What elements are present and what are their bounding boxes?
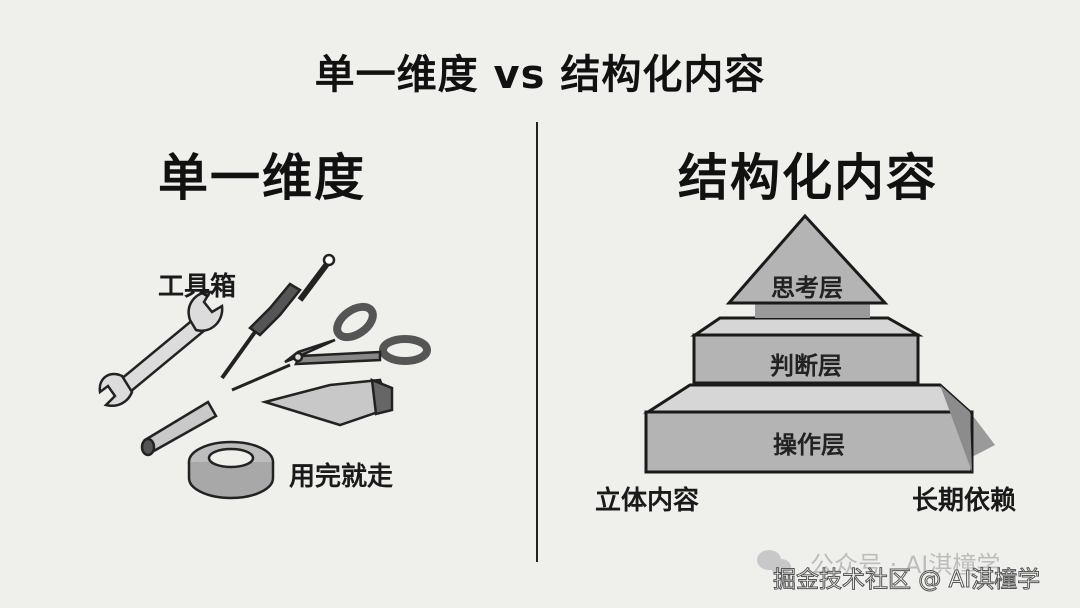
- watermark-wechat: 公众号 · AI淇橦学: [810, 551, 1001, 579]
- left-heading: 单一维度: [158, 149, 366, 207]
- wechat-icon: [757, 550, 791, 575]
- long-term-reliance-label: 长期依赖: [912, 486, 1017, 516]
- watermark-juejin: 掘金技术社区 @ AI淇橦学: [772, 567, 1041, 594]
- tape-roll-icon: [187, 440, 275, 500]
- toolbox-label: 工具箱: [158, 272, 237, 302]
- scissors-icon: [231, 302, 431, 392]
- use-and-go-label: 用完就走: [289, 462, 394, 492]
- right-heading: 结构化内容: [678, 149, 938, 207]
- pyramid: [642, 213, 995, 474]
- page-title: 单一维度 vs 结构化内容: [314, 52, 766, 98]
- wrench-icon: [98, 290, 224, 407]
- scraper-icon: [260, 378, 394, 427]
- screwdriver-icon: [220, 253, 336, 380]
- 3d-content-label: 立体内容: [595, 486, 700, 516]
- wall-plug-icon: [140, 400, 218, 457]
- pyramid-layer-operation: 操作层: [773, 431, 845, 459]
- pyramid-layer-thinking: 思考层: [771, 274, 843, 302]
- pyramid-layer-judgment: 判断层: [770, 352, 842, 380]
- divider: [536, 122, 538, 562]
